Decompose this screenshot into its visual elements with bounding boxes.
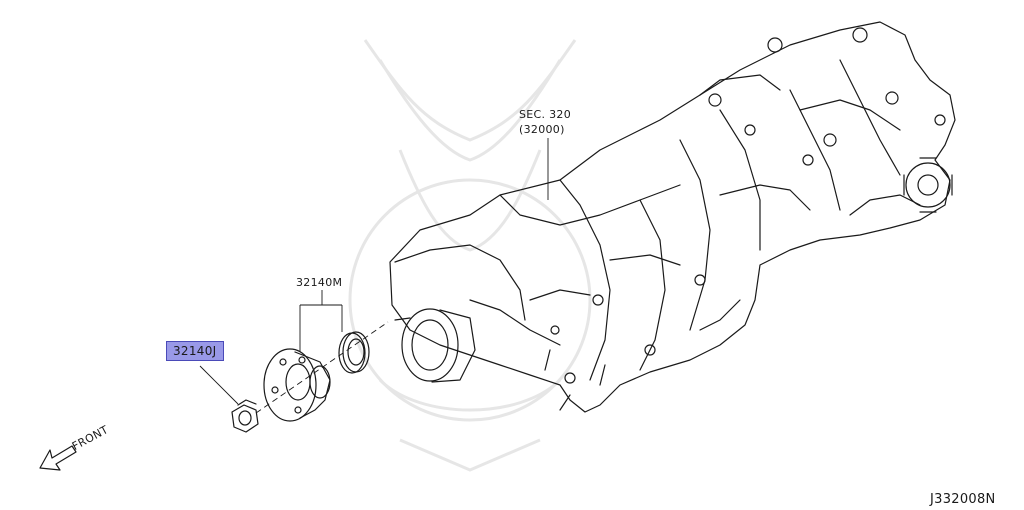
watermark-emblem [348,39,592,472]
front-arrow-icon [39,445,77,471]
assembly-centerline [255,321,389,414]
section-ref-label: SEC. 320 [519,108,572,121]
oil-seal [338,331,370,374]
section-sub-label: (32000) [519,123,565,136]
highlighted-part-label[interactable]: 32140J [166,341,224,361]
drawing-code: J332008N [930,492,996,507]
transmission-assembly [389,21,956,413]
leader-lines [199,138,549,405]
flange-nut [231,399,259,433]
assembly-part-label[interactable]: 32140M [296,276,343,289]
companion-flange [263,348,331,422]
